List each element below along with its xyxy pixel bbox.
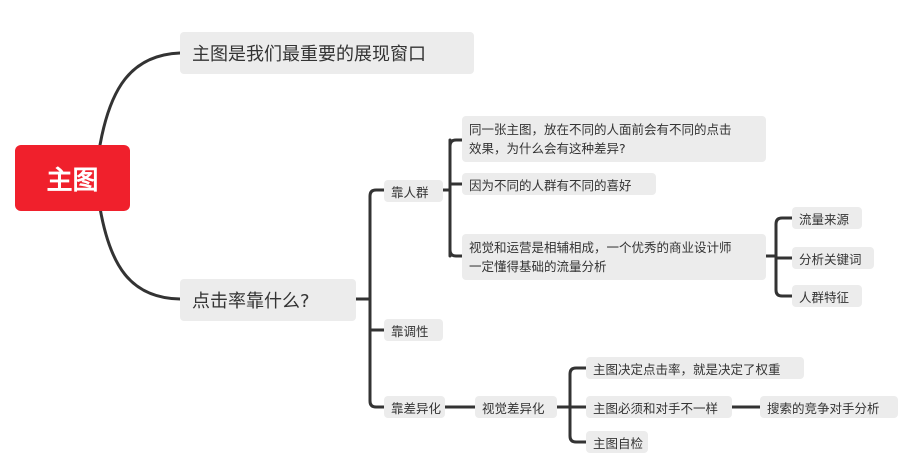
visual-item-selfcheck[interactable]: 主图自检 [586,431,648,453]
analysis-traffic-source[interactable]: 流量来源 [792,207,862,229]
branch-difference[interactable]: 靠差异化 [384,396,445,418]
connector-lines [98,51,794,444]
branch-difference-label: 靠差异化 [391,400,442,416]
analysis-label: 分析关键词 [799,251,862,267]
crowd-item-designer[interactable]: 视觉和运营是相辅相成，一个优秀的商业设计师 一定懂得基础的流量分析 [462,234,766,280]
branch-tone-label: 靠调性 [391,323,429,339]
crowd-item-line: 视觉和运营是相辅相成，一个优秀的商业设计师 [469,240,732,255]
visual-item-weight[interactable]: 主图决定点击率，就是决定了权重 [586,357,804,379]
crowd-item-line: 同一张主图，放在不同的人面前会有不同的点击 [469,122,732,137]
analysis-keywords[interactable]: 分析关键词 [792,247,874,269]
analysis-label: 流量来源 [799,211,850,227]
competitor-analysis-label: 搜索的竞争对手分析 [767,400,880,416]
branch-tone[interactable]: 靠调性 [384,319,443,341]
visual-item-label: 主图自检 [593,435,644,451]
visual-item-unique[interactable]: 主图必须和对手不一样 [586,396,732,418]
analysis-label: 人群特征 [799,289,850,305]
connector-analysis [764,216,794,298]
visual-item-label: 主图决定点击率，就是决定了权重 [593,361,781,377]
topic-showcase-label: 主图是我们最重要的展现窗口 [192,44,426,65]
connector-visual [555,366,588,444]
root-label: 主图 [46,165,99,196]
visual-difference[interactable]: 视觉差异化 [475,396,557,418]
competitor-analysis[interactable]: 搜索的竞争对手分析 [760,396,898,418]
connector-root-ctr [98,206,182,301]
branch-crowd-label: 靠人群 [391,184,429,200]
crowd-item-line: 因为不同的人群有不同的喜好 [469,177,632,193]
root-node[interactable]: 主图 [15,145,130,211]
analysis-crowd-features[interactable]: 人群特征 [792,285,862,307]
connector-root-showcase [98,51,182,147]
branch-crowd[interactable]: 靠人群 [384,180,443,202]
visual-item-label: 主图必须和对手不一样 [593,400,719,416]
crowd-item-line: 效果，为什么会有这种差异? [469,141,626,156]
crowd-item-line: 一定懂得基础的流量分析 [469,259,607,274]
crowd-item-preference[interactable]: 因为不同的人群有不同的喜好 [462,173,656,195]
crowd-item-difference-question[interactable]: 同一张主图，放在不同的人面前会有不同的点击 效果，为什么会有这种差异? [462,116,766,162]
connector-crowd [441,138,464,258]
connector-ctr-trunk [354,188,386,409]
topic-showcase[interactable]: 主图是我们最重要的展现窗口 [180,32,474,74]
topic-ctr[interactable]: 点击率靠什么? [180,279,356,321]
visual-difference-label: 视觉差异化 [482,400,545,416]
topic-ctr-label: 点击率靠什么? [192,291,310,312]
